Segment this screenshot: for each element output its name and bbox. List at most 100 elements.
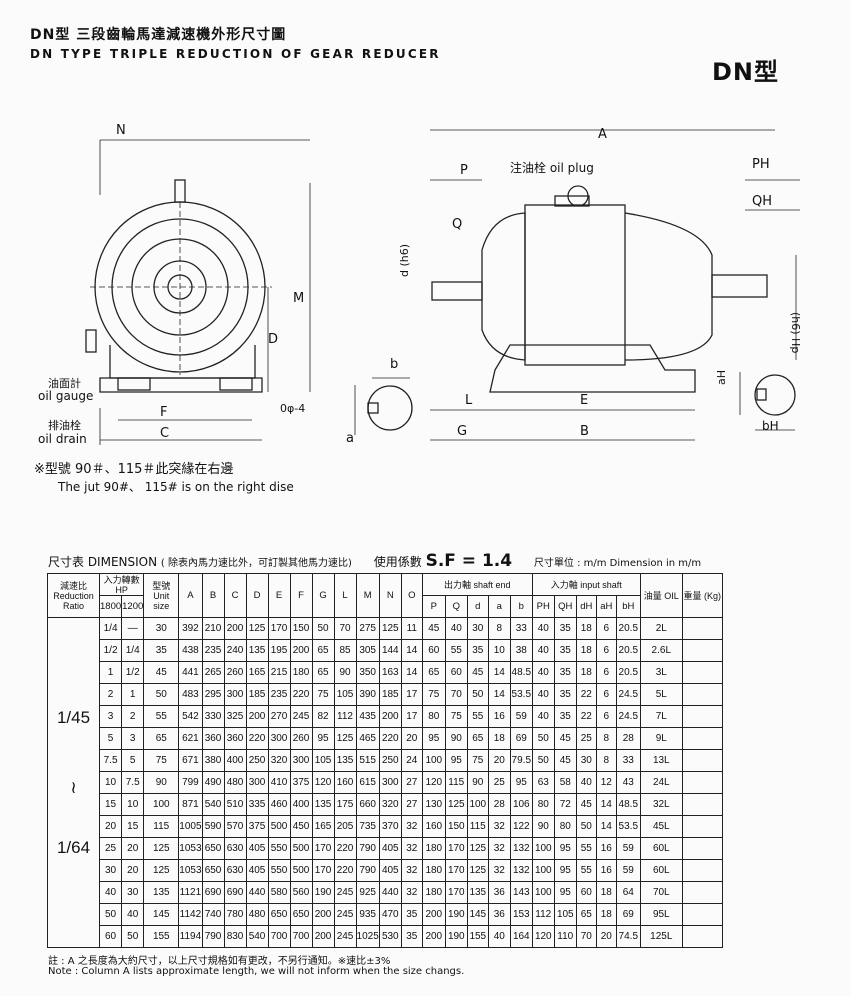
table-cell: 74.5: [615, 925, 641, 948]
table-cell: 320: [267, 749, 291, 772]
table-cell: 405: [378, 837, 402, 860]
table-cell: [681, 617, 723, 640]
table-cell: 5: [121, 749, 145, 772]
table-cell: 330: [201, 705, 225, 728]
table-cell: 790: [201, 925, 225, 948]
table-cell: [681, 925, 723, 948]
table-cell: 180: [421, 881, 446, 904]
table-cell: 180: [421, 837, 446, 860]
table-cell: 350: [355, 661, 380, 684]
table-cell: 671: [178, 749, 203, 772]
table-cell: 542: [178, 705, 203, 728]
table-cell: 32: [400, 881, 423, 904]
header-d-shaft: d: [466, 595, 489, 618]
table-cell: 122: [509, 815, 533, 838]
table-cell: 95: [553, 881, 577, 904]
table-cell: 75: [421, 683, 446, 706]
table-cell: 245: [333, 881, 357, 904]
table-cell: 45: [553, 749, 577, 772]
table-cell: 17: [400, 705, 423, 728]
table-cell: 9L: [639, 727, 683, 750]
dim-label-b-upper: B: [580, 424, 589, 439]
table-cell: 735: [355, 815, 380, 838]
input-shaft: [711, 274, 768, 298]
table-cell: 16: [595, 837, 617, 860]
table-cell: 871: [178, 793, 203, 816]
table-cell: [681, 815, 723, 838]
table-cell: 360: [223, 727, 247, 750]
header-p: P: [421, 595, 446, 618]
table-cell: 163: [378, 661, 402, 684]
table-cell: 36: [487, 903, 511, 926]
table-cell: 18: [595, 881, 617, 904]
table-cell: 400: [223, 749, 247, 772]
table-cell: 24.5: [615, 705, 641, 728]
table-cell: [681, 749, 723, 772]
table-cell: 72: [553, 793, 577, 816]
table-cell: 145: [143, 903, 180, 926]
header-g: G: [311, 573, 335, 618]
table-cell: 18: [487, 727, 511, 750]
table-cell: 35: [553, 705, 577, 728]
table-cell: 120: [421, 771, 446, 794]
table-cell: 30: [466, 617, 489, 640]
table-cell: 80: [531, 793, 555, 816]
unit-label: 尺寸單位 : m/m Dimension in m/m: [533, 558, 702, 569]
table-cell: 75: [444, 705, 468, 728]
title-english: DN TYPE TRIPLE REDUCTION OF GEAR REDUCER: [30, 47, 441, 61]
dim-label-a: a: [346, 431, 354, 446]
table-cell: 500: [289, 837, 313, 860]
table-cell: 405: [245, 837, 269, 860]
sf-value: S.F = 1.4: [425, 551, 513, 571]
table-cell: 69: [615, 903, 641, 926]
table-cell: 405: [245, 859, 269, 882]
table-cell: 53.5: [509, 683, 533, 706]
table-cell: 82: [311, 705, 335, 728]
header-rpm-1800: 1800: [98, 595, 123, 618]
table-cell: 265: [201, 661, 225, 684]
table-cell: 20: [98, 815, 123, 838]
table-cell: 65: [311, 639, 335, 662]
header-rpm-1200: 1200: [121, 595, 145, 618]
table-cell: 1005: [178, 815, 203, 838]
table-cell: 75: [466, 749, 489, 772]
table-cell: 615: [355, 771, 380, 794]
dim-label-ph: PH: [752, 157, 770, 172]
table-cell: 48.5: [509, 661, 533, 684]
table-cell: 25: [487, 771, 511, 794]
header-hp: 入力轉數 HP: [98, 573, 145, 596]
dimension-label: 尺寸表 DIMENSION: [48, 555, 158, 569]
header-c: C: [223, 573, 247, 618]
table-cell: 18: [595, 903, 617, 926]
dim-label-d-h6: d (h6): [398, 244, 411, 277]
output-shaft: [431, 281, 483, 301]
table-cell: 132: [509, 859, 533, 882]
table-cell: 170: [311, 859, 335, 882]
table-cell: 220: [289, 683, 313, 706]
table-cell: 480: [223, 771, 247, 794]
table-cell: 300: [378, 771, 402, 794]
table-cell: 90: [466, 771, 489, 794]
ratio-group-2: 1/64: [56, 837, 91, 857]
table-cell: 105: [311, 749, 335, 772]
table-cell: 132: [509, 837, 533, 860]
table-cell: 130: [421, 793, 446, 816]
table-cell: 50: [531, 727, 555, 750]
table-cell: 215: [267, 661, 291, 684]
table-cell: 15: [98, 793, 123, 816]
table-cell: 65: [575, 903, 597, 926]
table-cell: 270: [267, 705, 291, 728]
table-cell: 20: [487, 749, 511, 772]
table-cell: [681, 881, 723, 904]
table-cell: 14: [595, 793, 617, 816]
header-n: N: [378, 573, 402, 618]
table-cell: 90: [333, 661, 357, 684]
table-cell: 70L: [639, 881, 683, 904]
table-cell: 164: [509, 925, 533, 948]
table-cell: 170: [444, 881, 468, 904]
table-cell: 570: [223, 815, 247, 838]
table-cell: 440: [378, 881, 402, 904]
table-cell: 125L: [639, 925, 683, 948]
